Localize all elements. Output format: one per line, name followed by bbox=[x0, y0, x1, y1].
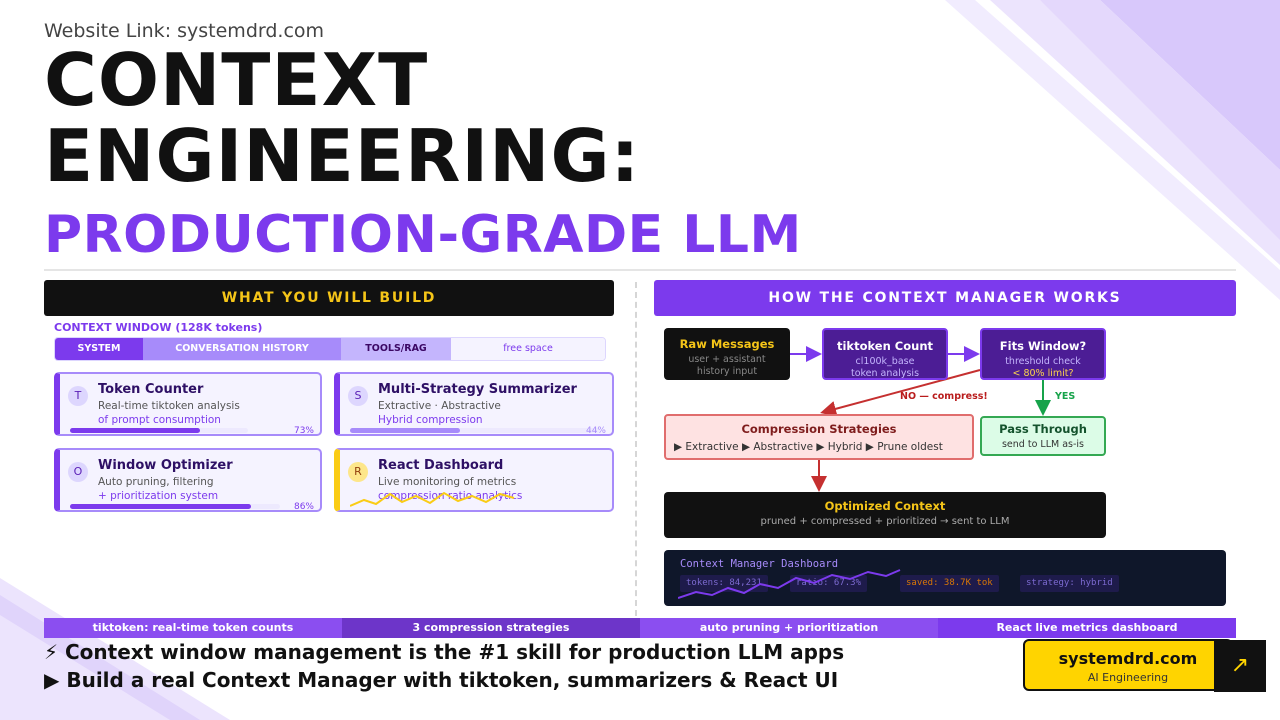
card-description-highlight: + prioritization system bbox=[98, 490, 219, 502]
card-progress-fill bbox=[70, 504, 251, 509]
strip-item-react: React live metrics dashboard bbox=[938, 618, 1236, 638]
card-progress-label: 86% bbox=[293, 502, 314, 512]
flow-node-fits-window: Fits Window? threshold check < 80% limit… bbox=[980, 328, 1106, 380]
dashboard-trend-line-icon bbox=[678, 569, 901, 599]
card-badge: T bbox=[68, 386, 88, 406]
card-title: Multi-Strategy Summarizer bbox=[378, 382, 577, 397]
flow-node-optimized-context: Optimized Context pruned + compressed + … bbox=[664, 492, 1106, 538]
node-title: Raw Messages bbox=[679, 337, 775, 351]
dashboard-chip-tokens: tokens: 84,231 bbox=[680, 575, 768, 592]
bullet-line-2: ▶ Build a real Context Manager with tikt… bbox=[44, 668, 839, 692]
feature-card-window-optimizer: O Window Optimizer Auto pruning, filteri… bbox=[54, 448, 322, 512]
dashboard-chip-strategy: strategy: hybrid bbox=[1020, 575, 1119, 592]
context-segment-system: SYSTEM bbox=[55, 338, 143, 360]
card-progress-track bbox=[350, 428, 600, 433]
sparkline-icon bbox=[350, 491, 515, 507]
context-segment-free-space: free space bbox=[451, 338, 605, 360]
node-subtitle: user + assistant bbox=[688, 354, 766, 365]
context-segment-conversation-history: CONVERSATION HISTORY bbox=[143, 338, 341, 360]
card-progress-label: 73% bbox=[293, 426, 314, 436]
card-title: Token Counter bbox=[98, 382, 204, 397]
flow-node-compression-strategies: Compression Strategies ▶ Extractive ▶ Ab… bbox=[664, 414, 974, 460]
node-subtitle: token analysis bbox=[850, 368, 920, 379]
node-subtitle: history input bbox=[696, 366, 758, 377]
card-description: Auto pruning, filtering bbox=[98, 476, 214, 488]
card-progress-label: 44% bbox=[585, 426, 606, 436]
cta-title: systemdrd.com bbox=[1058, 649, 1198, 668]
section-heading-what-you-will-build: WHAT YOU WILL BUILD bbox=[44, 280, 614, 316]
feature-strip: tiktoken: real-time token counts 3 compr… bbox=[44, 618, 1236, 638]
flow-node-tiktoken-count: tiktoken Count cl100k_base token analysi… bbox=[822, 328, 948, 380]
node-subtitle: threshold check bbox=[1005, 356, 1081, 367]
card-title: React Dashboard bbox=[378, 458, 504, 473]
dashboard-chip-saved: saved: 38.7K tok bbox=[900, 575, 999, 592]
card-description: Extractive · Abstractive bbox=[378, 400, 501, 412]
section-heading-how-it-works: HOW THE CONTEXT MANAGER WORKS bbox=[654, 280, 1236, 316]
column-divider bbox=[635, 282, 637, 616]
header-divider bbox=[44, 269, 1236, 271]
node-subtitle: send to LLM as-is bbox=[1001, 439, 1084, 450]
card-progress-fill bbox=[70, 428, 200, 433]
feature-card-react-dashboard: R React Dashboard Live monitoring of met… bbox=[334, 448, 614, 512]
page-title-line1: CONTEXT bbox=[44, 38, 429, 122]
card-badge: S bbox=[348, 386, 368, 406]
card-description: Live monitoring of metrics bbox=[378, 476, 517, 488]
node-title: Compression Strategies bbox=[741, 422, 897, 436]
dashboard-title: Context Manager Dashboard bbox=[680, 558, 839, 570]
node-subtitle: ▶ Extractive ▶ Abstractive ▶ Hybrid ▶ Pr… bbox=[674, 441, 943, 453]
node-title: tiktoken Count bbox=[836, 339, 934, 353]
node-title: Fits Window? bbox=[999, 339, 1087, 353]
page-title-line2: ENGINEERING: bbox=[44, 114, 641, 198]
feature-card-multi-strategy-summarizer: S Multi-Strategy Summarizer Extractive ·… bbox=[334, 372, 614, 436]
card-description-highlight: Hybrid compression bbox=[378, 414, 483, 426]
node-title: Pass Through bbox=[999, 422, 1087, 436]
cta-button[interactable]: systemdrd.com AI Engineering bbox=[1023, 639, 1233, 691]
card-progress-fill bbox=[350, 428, 460, 433]
context-window-label: CONTEXT WINDOW (128K tokens) bbox=[54, 321, 263, 334]
card-progress-track bbox=[70, 504, 280, 509]
card-title: Window Optimizer bbox=[98, 458, 233, 473]
flow-label-yes: YES bbox=[1055, 391, 1076, 402]
node-subtitle: pruned + compressed + prioritized → sent… bbox=[760, 516, 1010, 527]
flow-label-no: NO — compress! bbox=[900, 391, 988, 402]
dashboard-preview: Context Manager Dashboard tokens: 84,231… bbox=[664, 550, 1226, 606]
strip-item-tiktoken: tiktoken: real-time token counts bbox=[44, 618, 342, 638]
strip-item-pruning: auto pruning + prioritization bbox=[640, 618, 938, 638]
context-segment-tools-rag: TOOLS/RAG bbox=[341, 338, 451, 360]
external-link-arrow-icon[interactable]: ↗ bbox=[1214, 640, 1266, 692]
feature-card-token-counter: T Token Counter Real-time tiktoken analy… bbox=[54, 372, 322, 436]
node-title: Optimized Context bbox=[824, 499, 946, 513]
card-badge: R bbox=[348, 462, 368, 482]
flow-node-raw-messages: Raw Messages user + assistant history in… bbox=[664, 328, 790, 380]
page-subtitle: PRODUCTION-GRADE LLM bbox=[44, 205, 802, 265]
website-link[interactable]: Website Link: systemdrd.com bbox=[44, 20, 325, 42]
context-window-bar: SYSTEM CONVERSATION HISTORY TOOLS/RAG fr… bbox=[54, 337, 606, 361]
card-progress-track bbox=[70, 428, 248, 433]
flow-node-pass-through: Pass Through send to LLM as-is bbox=[980, 416, 1106, 456]
node-subtitle: cl100k_base bbox=[855, 356, 915, 367]
card-badge: O bbox=[68, 462, 88, 482]
card-description: Real-time tiktoken analysis bbox=[98, 400, 240, 412]
card-description-highlight: of prompt consumption bbox=[98, 414, 221, 426]
cta-subtitle: AI Engineering bbox=[1087, 671, 1169, 684]
strip-item-compression: 3 compression strategies bbox=[342, 618, 640, 638]
node-subtitle-threshold: < 80% limit? bbox=[1012, 368, 1074, 379]
bullet-line-1: ⚡ Context window management is the #1 sk… bbox=[44, 640, 845, 664]
